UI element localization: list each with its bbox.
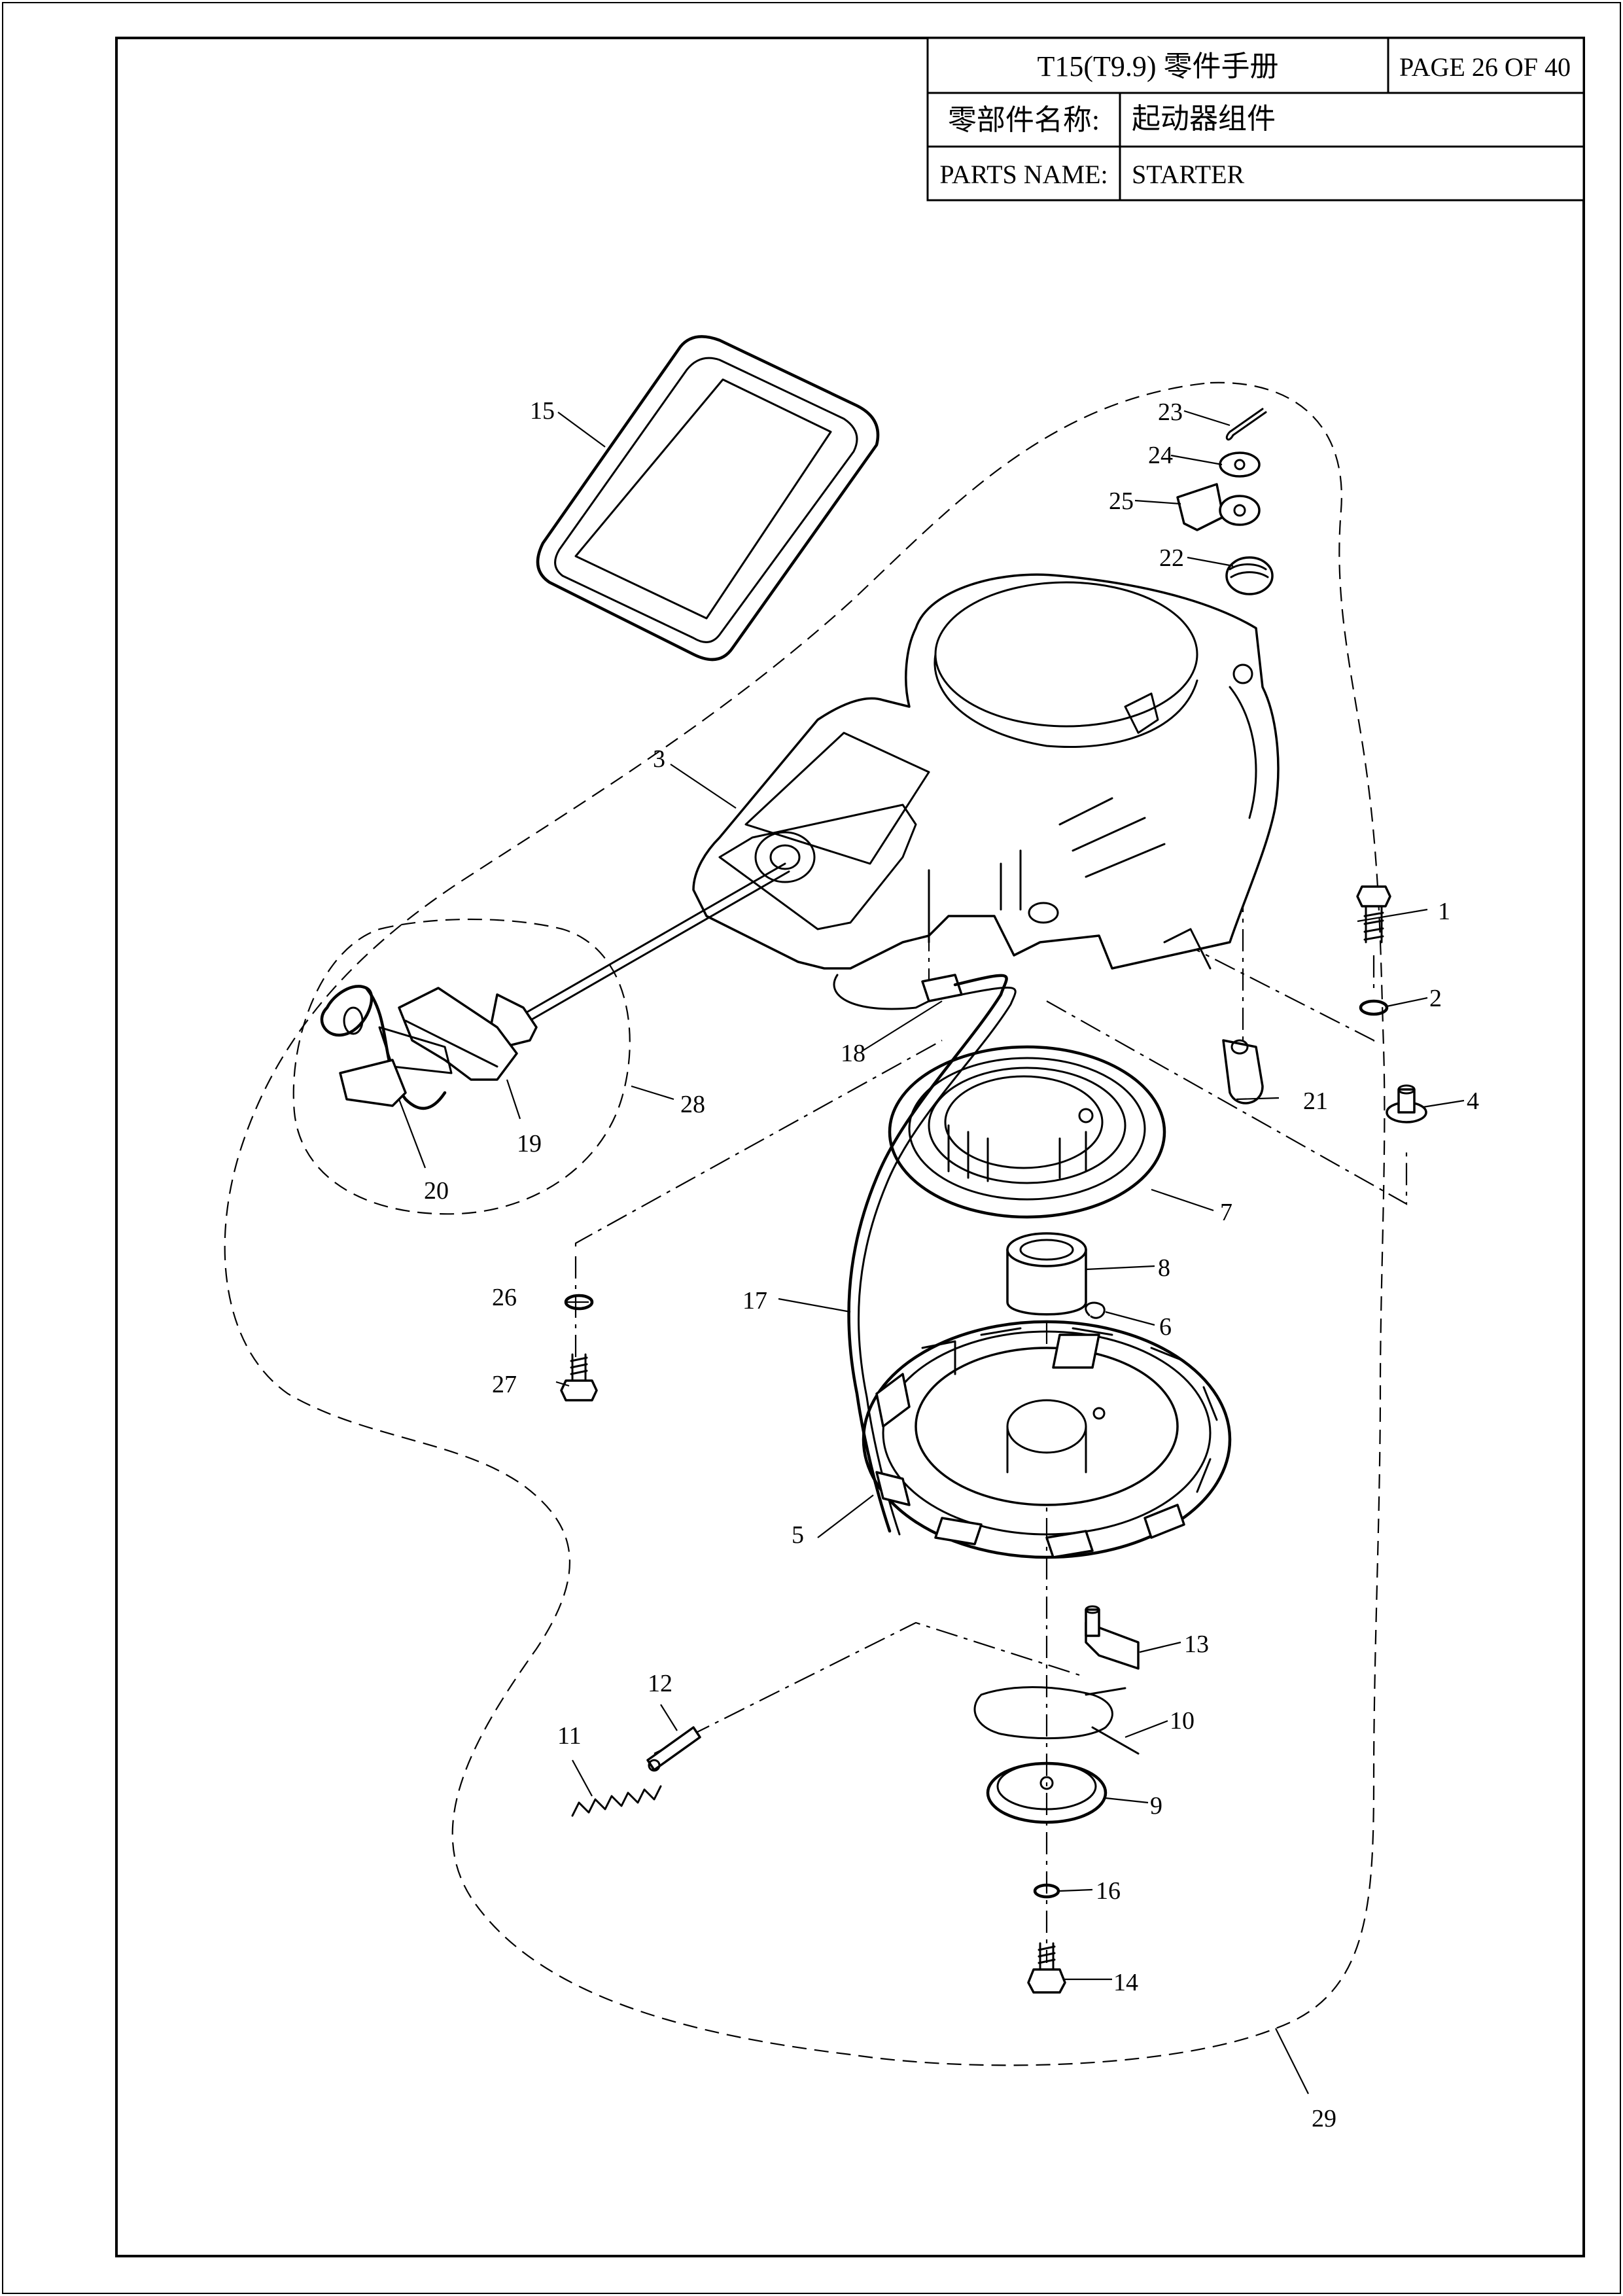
callout-6: 6 (1159, 1313, 1172, 1341)
part-5-reel (862, 1320, 1232, 1559)
parts-name-label-cn: 零部件名称: (948, 104, 1100, 136)
callout-5: 5 (792, 1521, 804, 1549)
part-6-clip (1085, 1301, 1106, 1319)
part-25-bracket (1176, 483, 1261, 531)
chain-line-pawl-11 (654, 1621, 1080, 1754)
callout-23: 23 (1158, 398, 1183, 426)
part-1-bolt (1356, 885, 1391, 944)
parts-name-value-en: STARTER (1132, 160, 1245, 189)
assembly-29-outline (224, 381, 1386, 2066)
chain-line-bolt-26 (574, 1040, 943, 1246)
part-16-washer (1033, 1883, 1060, 1899)
part-21-latch (1222, 1039, 1264, 1104)
part-7-spiral-spring (888, 1045, 1166, 1219)
callout-16: 16 (1096, 1877, 1121, 1905)
callout-26: 26 (492, 1284, 517, 1311)
callout-20: 20 (424, 1177, 449, 1205)
callout-24: 24 (1148, 442, 1173, 469)
part-14-bolt (1027, 1942, 1066, 1994)
callout-labels: 1 2 3 4 5 6 7 8 9 10 11 12 13 14 15 16 1… (424, 397, 1479, 2132)
part-12-pin-head (648, 1759, 661, 1772)
callout-4: 4 (1467, 1087, 1479, 1115)
callout-19: 19 (517, 1130, 542, 1157)
callout-2: 2 (1429, 985, 1442, 1012)
assembly-28-outline (292, 918, 631, 1215)
part-3-starter-housing (692, 573, 1280, 970)
chain-line-collar-4 (1046, 1000, 1408, 1205)
callout-18: 18 (841, 1040, 865, 1067)
page-number: PAGE 26 OF 40 (1399, 52, 1571, 82)
part-22-cap-spring (1225, 556, 1274, 595)
callout-8: 8 (1158, 1254, 1170, 1282)
part-19-20-handle (320, 862, 790, 1110)
callout-27: 27 (492, 1371, 517, 1398)
part-24-washer (1219, 451, 1261, 478)
part-15-gasket (536, 335, 880, 662)
part-2-washer (1359, 999, 1389, 1016)
callout-3: 3 (653, 745, 665, 773)
part-11-spring (571, 1785, 662, 1817)
callout-22: 22 (1159, 544, 1184, 572)
callout-1: 1 (1438, 898, 1450, 925)
callout-15: 15 (530, 397, 555, 425)
callout-17: 17 (742, 1287, 767, 1315)
callout-12: 12 (648, 1670, 672, 1697)
part-10-plate (973, 1686, 1140, 1755)
callout-9: 9 (1150, 1792, 1162, 1820)
part-12-pin (646, 1726, 701, 1771)
callout-21: 21 (1303, 1087, 1328, 1115)
part-9-cap (986, 1761, 1108, 1824)
title-block: T15(T9.9) 零件手册 PAGE 26 OF 40 零部件名称: 起动器组… (926, 37, 1585, 202)
callout-29: 29 (1312, 2105, 1336, 2132)
leader-lines (398, 410, 1465, 2094)
part-23-cotter-pin (1225, 408, 1267, 441)
part-8-bushing (1006, 1232, 1087, 1316)
callout-10: 10 (1170, 1707, 1195, 1735)
callout-7: 7 (1220, 1199, 1232, 1226)
callout-13: 13 (1184, 1631, 1209, 1658)
callout-11: 11 (557, 1722, 582, 1750)
manual-title: T15(T9.9) 零件手册 (1037, 50, 1278, 82)
part-13-pawl (1085, 1605, 1140, 1670)
parts-name-value-cn: 起动器组件 (1132, 103, 1276, 135)
part-27-bolt (560, 1353, 598, 1402)
callout-14: 14 (1113, 1969, 1138, 1996)
parts-name-label-en: PARTS NAME: (939, 160, 1108, 189)
drawing-frame (115, 37, 1585, 2257)
part-4-collar (1386, 1084, 1427, 1123)
callout-28: 28 (680, 1091, 705, 1118)
callout-25: 25 (1109, 487, 1134, 515)
